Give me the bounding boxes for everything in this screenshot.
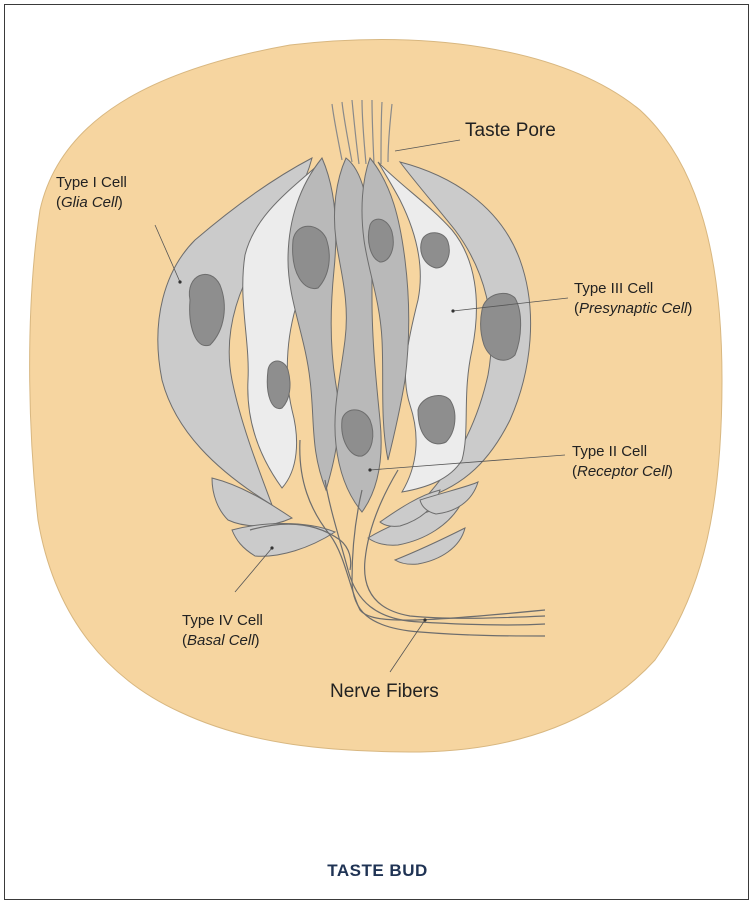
leader-dots (178, 280, 455, 622)
type-iii-cell-sub-wrap: (Presynaptic Cell) (574, 300, 693, 317)
leader-lines (154, 139, 569, 673)
type-iv-cell-sub: Basal Cell (187, 632, 255, 649)
type-i-cell-sub-wrap: (Glia Cell) (56, 194, 123, 211)
type-iii-cell-name: Type III Cell (574, 280, 654, 297)
nuclei (188, 218, 522, 457)
type-iii-cell-label: Type III Cell (Presynaptic Cell) (574, 279, 692, 319)
type-iii-cell-sub: Presynaptic Cell (579, 300, 688, 317)
type-i-cell-sub: Glia Cell (61, 194, 118, 211)
taste-pore-microvilli (331, 99, 393, 165)
nerve-fibers-label: Nerve Fibers (330, 681, 439, 702)
type-iv-cells (211, 477, 479, 565)
type-ii-cell-name: Type II Cell (572, 443, 648, 460)
type-ii-cell-sub: Receptor Cell (577, 463, 668, 480)
type-iv-cell-sub-wrap: (Basal Cell) (182, 632, 260, 649)
type-ii-cell-sub-wrap: (Receptor Cell) (572, 463, 673, 480)
type-i-cell-name: Type I Cell (56, 174, 127, 191)
type-iv-cell-name: Type IV Cell (182, 612, 263, 629)
figure-title: TASTE BUD (327, 861, 428, 880)
type-iv-cell-label: Type IV Cell (Basal Cell) (182, 611, 263, 651)
taste-pore-label: Taste Pore (465, 120, 556, 141)
type-ii-cell-label: Type II Cell (Receptor Cell) (572, 442, 673, 482)
type-i-cell-label: Type I Cell (Glia Cell) (56, 173, 127, 213)
